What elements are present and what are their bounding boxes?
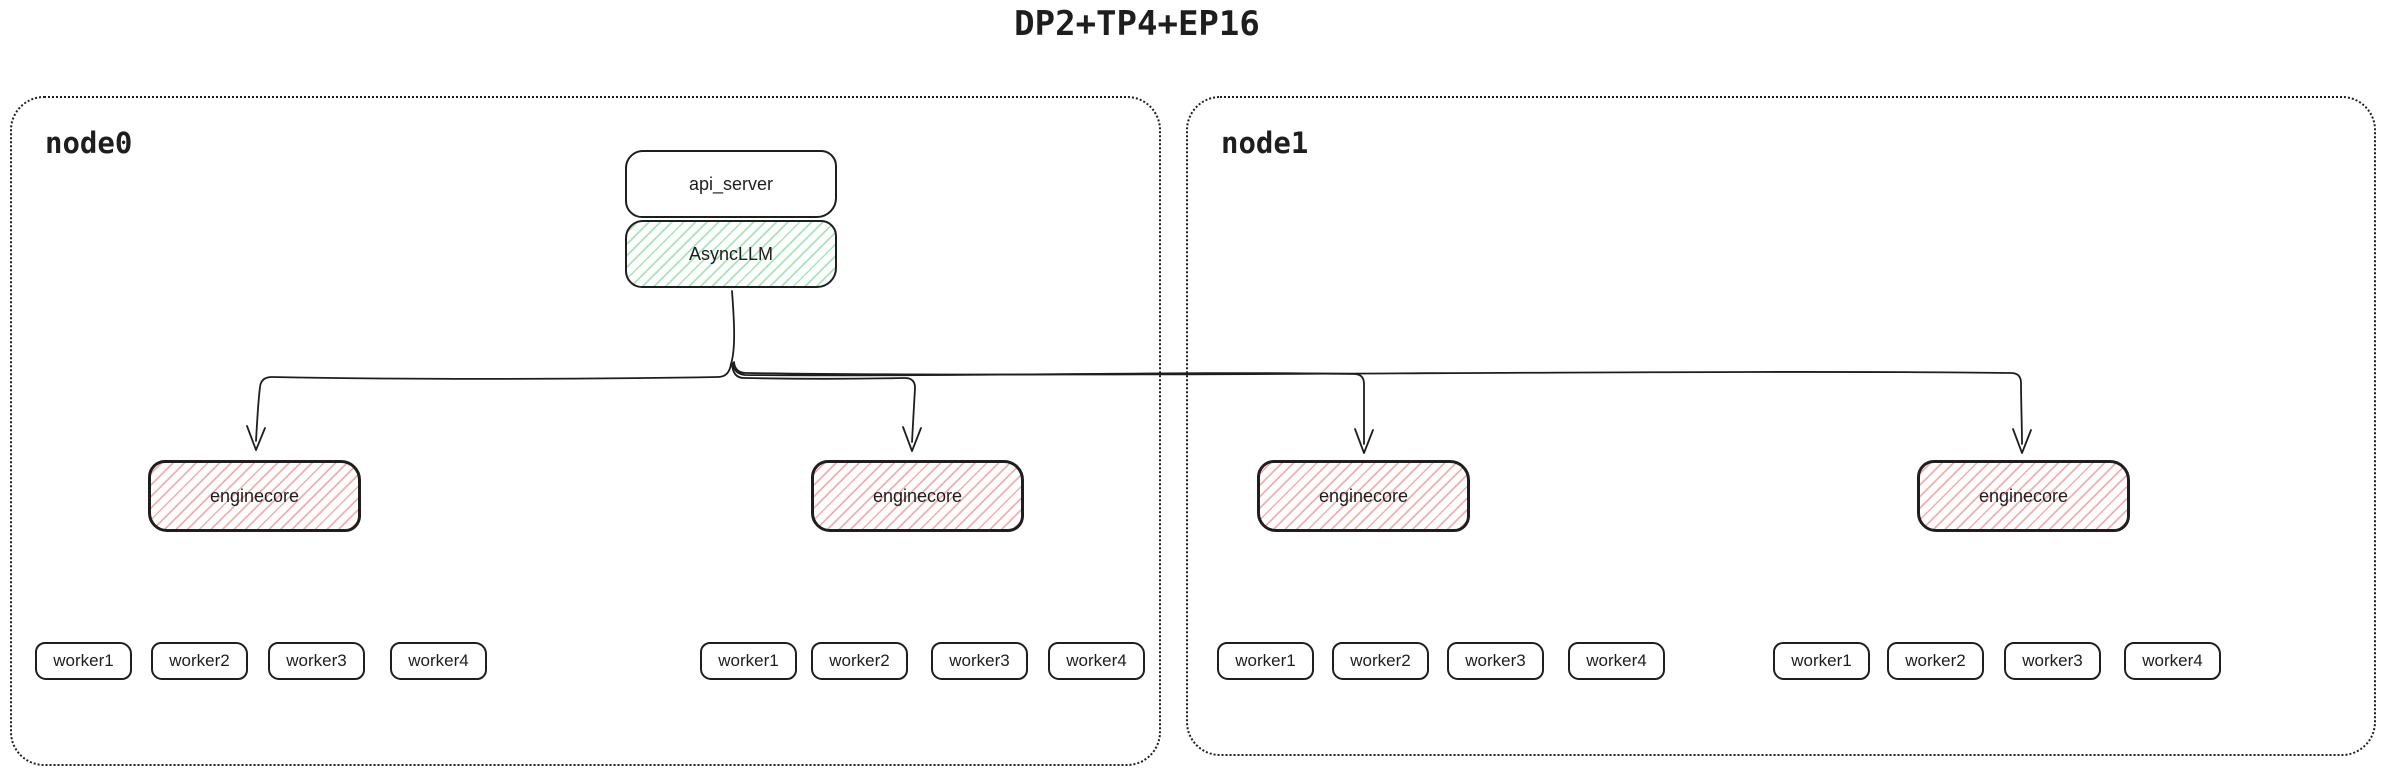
worker-label: worker1 [53,651,114,670]
worker-label: worker4 [1066,651,1127,670]
worker-box: worker1 [1217,642,1314,680]
node1-label: node1 [1221,126,1309,160]
api-server-box: api_server [625,150,837,218]
worker-label: worker2 [1905,651,1966,670]
enginecore-box-1: enginecore [148,460,361,532]
worker-box: worker3 [2004,642,2101,680]
worker-box: worker2 [151,642,248,680]
enginecore-label: enginecore [209,485,300,506]
worker-box: worker3 [1447,642,1544,680]
worker-label: worker2 [1350,651,1411,670]
worker-label: worker2 [169,651,230,670]
worker-label: worker2 [829,651,890,670]
enginecore-box-3: enginecore [1257,460,1470,532]
worker-box: worker3 [931,642,1028,680]
worker-label: worker4 [2142,651,2203,670]
enginecore-box-2: enginecore [811,460,1024,532]
enginecore-box-4: enginecore [1917,460,2130,532]
diagram-title: DP2+TP4+EP16 [1014,4,1260,44]
asyncllm-box: AsyncLLM [625,220,837,288]
worker-label: worker1 [718,651,779,670]
worker-label: worker3 [2022,651,2083,670]
worker-box: worker4 [2124,642,2221,680]
worker-box: worker1 [1773,642,1870,680]
worker-label: worker4 [1586,651,1647,670]
enginecore-label: enginecore [1978,485,2069,506]
worker-box: worker2 [811,642,908,680]
api-server-label: api_server [688,173,774,194]
enginecore-label: enginecore [1318,485,1409,506]
node0-label: node0 [45,126,133,160]
worker-box: worker1 [35,642,132,680]
worker-box: worker2 [1887,642,1984,680]
worker-box: worker4 [1048,642,1145,680]
worker-label: worker3 [286,651,347,670]
worker-label: worker1 [1235,651,1296,670]
worker-label: worker3 [949,651,1010,670]
worker-box: worker2 [1332,642,1429,680]
enginecore-label: enginecore [872,485,963,506]
asyncllm-label: AsyncLLM [688,243,774,264]
worker-label: worker3 [1465,651,1526,670]
worker-label: worker4 [408,651,469,670]
worker-box: worker4 [1568,642,1665,680]
worker-box: worker4 [390,642,487,680]
worker-box: worker1 [700,642,797,680]
worker-label: worker1 [1791,651,1852,670]
worker-box: worker3 [268,642,365,680]
